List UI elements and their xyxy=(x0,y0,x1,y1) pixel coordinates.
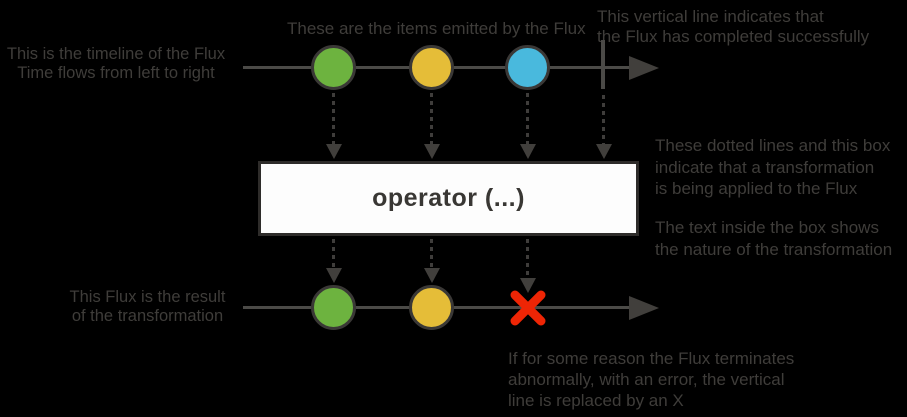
down-arrowhead-icon xyxy=(596,144,612,159)
complete-annotation: This vertical line indicates that the Fl… xyxy=(597,7,869,47)
annotation-line: This Flux is the result xyxy=(69,288,226,306)
dotted-line xyxy=(602,95,605,144)
source-marble-yellow xyxy=(409,45,454,90)
dotted-line xyxy=(430,239,433,268)
dotted-line xyxy=(332,93,335,144)
result-marble-green xyxy=(311,285,356,330)
annotation-line: If for some reason the Flux terminates xyxy=(508,349,795,368)
annotation-line: the Flux has completed successfully xyxy=(597,27,870,46)
source-marble-green xyxy=(311,45,356,90)
down-arrowhead-icon xyxy=(520,144,536,159)
annotation-line: This vertical line indicates that xyxy=(597,7,824,26)
down-arrowhead-icon xyxy=(424,144,440,159)
error-x-stroke xyxy=(510,290,546,326)
result-annotation: This Flux is the result of the transform… xyxy=(55,288,240,326)
annotation-line: These are the items emitted by the Flux xyxy=(287,19,586,38)
dotted-line xyxy=(526,93,529,144)
annotation-line: abnormally, with an error, the vertical xyxy=(508,370,785,389)
box-text-annotation: The text inside the box shows the nature… xyxy=(655,217,892,260)
source-marble-blue xyxy=(505,45,550,90)
down-arrowhead-icon xyxy=(326,144,342,159)
dotted-line xyxy=(430,93,433,144)
annotation-line: line is replaced by an X xyxy=(508,391,684,410)
annotation-line: is being applied to the Flux xyxy=(655,179,858,198)
annotation-line: indicate that a transformation xyxy=(655,157,875,177)
error-x-icon xyxy=(510,290,546,326)
result-timeline-arrowhead-icon xyxy=(629,296,659,320)
annotation-line: This is the timeline of the Flux xyxy=(6,45,226,63)
annotation-line: The text inside the box shows xyxy=(655,218,879,237)
operator-label: operator (...) xyxy=(372,184,525,212)
items-annotation: These are the items emitted by the Flux xyxy=(287,18,586,39)
dotted-line xyxy=(526,239,529,278)
down-arrowhead-icon xyxy=(424,268,440,283)
error-annotation: If for some reason the Flux terminates a… xyxy=(508,348,794,411)
transformation-annotation: These dotted lines and this box indicate… xyxy=(655,135,890,200)
operator-box: operator (...) xyxy=(258,161,639,236)
annotation-line: These dotted lines and this box xyxy=(655,136,891,155)
down-arrowhead-icon xyxy=(520,278,536,293)
result-marble-yellow xyxy=(409,285,454,330)
source-timeline-arrowhead-icon xyxy=(629,56,659,80)
annotation-line: of the transformation xyxy=(71,307,224,325)
annotation-line: Time flows from left to right xyxy=(17,64,215,82)
dotted-line xyxy=(332,239,335,268)
down-arrowhead-icon xyxy=(326,268,342,283)
complete-signal-line xyxy=(601,40,605,89)
timeline-annotation: This is the timeline of the Flux Time fl… xyxy=(0,45,232,83)
annotation-line: the nature of the transformation xyxy=(655,239,893,259)
